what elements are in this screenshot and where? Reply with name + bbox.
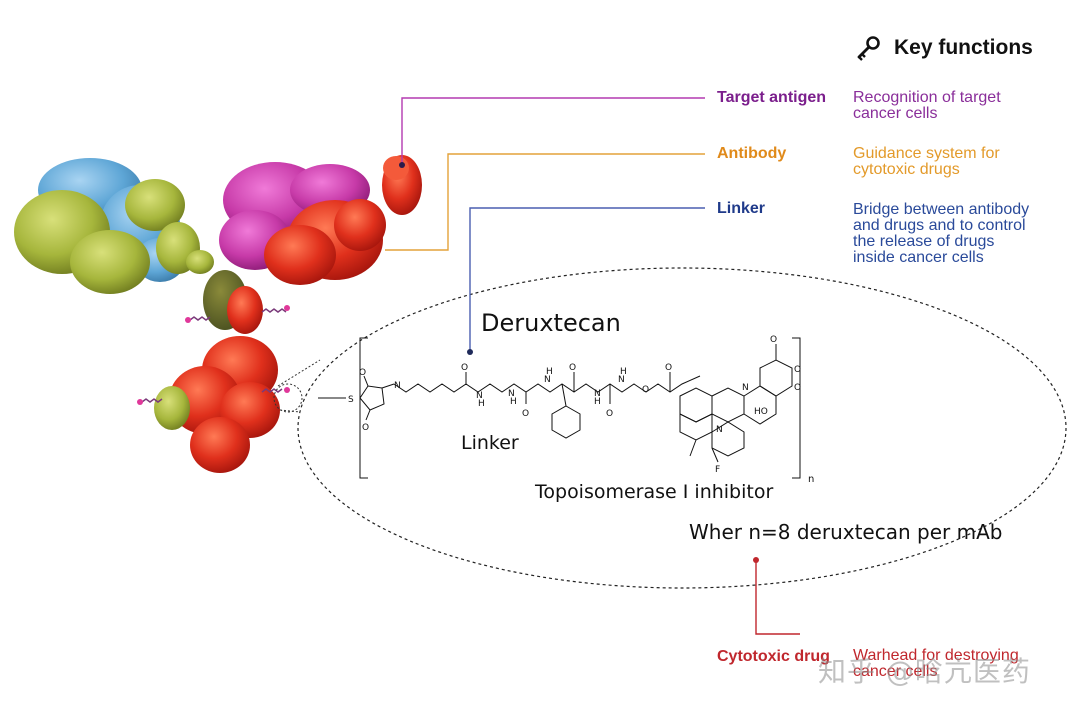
atom-label: N <box>742 383 749 393</box>
antibody-right-fab <box>219 162 386 285</box>
atom-label: H <box>510 397 517 407</box>
watermark: 知乎 @晗亢医药 <box>818 655 1031 688</box>
atom-label: O <box>794 365 801 375</box>
atom-label: O <box>522 409 529 419</box>
atom-label: H <box>594 397 601 407</box>
structure-zoom-ellipse <box>297 267 1067 589</box>
atom-label: H <box>478 399 485 409</box>
atom-label: N <box>476 391 483 401</box>
description-target-antigen: Recognition of target cancer cells <box>853 89 1001 122</box>
atom-label: O <box>770 335 777 345</box>
atom-label: F <box>715 465 720 475</box>
atom-label: O <box>362 423 369 433</box>
description-linker: Bridge between antibody and drugs and to… <box>853 201 1030 266</box>
component-label-antibody: Antibody <box>717 145 787 162</box>
atom-label: O <box>794 383 801 393</box>
component-label-target-antigen: Target antigen <box>717 89 827 106</box>
drug-payload-markers <box>137 305 290 405</box>
atom-label: O <box>665 363 672 373</box>
antibody-left-fab <box>14 158 214 294</box>
atom-label: N <box>594 389 601 399</box>
atom-label: O <box>606 409 613 419</box>
zoom-origin-circle <box>273 383 303 413</box>
component-label-linker: Linker <box>717 200 766 217</box>
repeat-subscript: n <box>808 474 815 485</box>
atom-label: S <box>348 395 354 405</box>
atom-labels: S O O N O N H O N H O N H O N H O O N H … <box>348 335 801 475</box>
antibody-fc <box>154 336 280 473</box>
atom-label: H <box>546 367 553 377</box>
deruxtecan-structure <box>318 337 801 479</box>
atom-label: N <box>508 389 515 399</box>
atom-label: O <box>642 385 649 395</box>
atom-label: HO <box>754 407 768 417</box>
atom-label: N <box>618 375 625 385</box>
atom-label: O <box>569 363 576 373</box>
dar-note: Wher n=8 deruxtecan per mAb <box>689 520 1003 544</box>
atom-label: O <box>359 368 366 378</box>
description-cytotoxic-drug: Warhead for destroying cancer cells <box>853 647 1019 680</box>
structure-title: Deruxtecan <box>481 309 621 337</box>
atom-label: N <box>544 375 551 385</box>
leader-lines <box>385 97 800 635</box>
payload-structure-label: Topoisomerase I inhibitor <box>535 481 774 503</box>
linker-structure-label: Linker <box>461 432 519 454</box>
atom-label: N <box>716 425 723 435</box>
description-antibody: Guidance system for cytotoxic drugs <box>853 145 1000 178</box>
key-icon <box>857 36 880 61</box>
atom-label: N <box>394 381 401 391</box>
component-label-cytotoxic-drug: Cytotoxic drug <box>717 648 830 665</box>
atom-label: O <box>461 363 468 373</box>
key-functions-title: Key functions <box>894 36 1033 59</box>
antibody-molecule <box>14 155 422 473</box>
atom-label: H <box>620 367 627 377</box>
